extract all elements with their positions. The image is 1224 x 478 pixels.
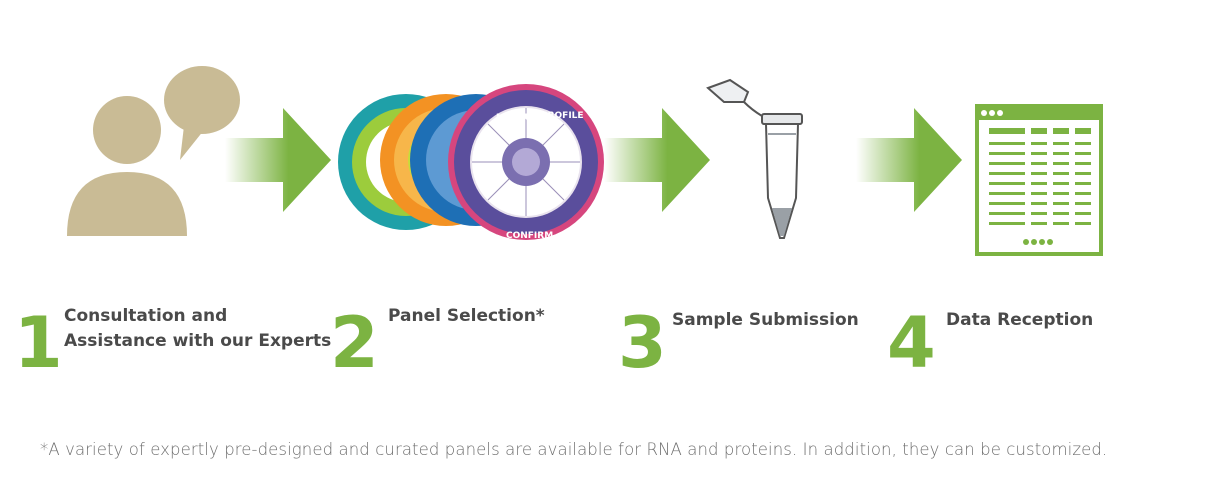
arrow-3-icon [856, 108, 962, 212]
footnote: *A variety of expertly pre-designed and … [40, 440, 1108, 459]
arrow-2-icon [604, 108, 710, 212]
step-1-label: Consultation and Assistance with our Exp… [64, 306, 332, 351]
sample-tube-icon [706, 78, 803, 239]
consultation-people-icon [67, 66, 240, 236]
step-2-label: Panel Selection* [388, 306, 545, 326]
step-4-label: Data Reception [946, 310, 1094, 330]
step-3-label: Sample Submission [672, 310, 859, 330]
data-table-icon [975, 104, 1103, 256]
panel-wheels-icon: MEASURE PROFILE CONFIRM [338, 84, 604, 241]
step-4-number: 4 [887, 302, 936, 384]
arrow-1-icon [225, 108, 331, 212]
svg-text:CONFIRM: CONFIRM [506, 231, 553, 241]
step-2-number: 2 [330, 302, 379, 384]
svg-text:PROFILE: PROFILE [541, 111, 584, 121]
step-3-number: 3 [618, 302, 667, 384]
step-1-number: 1 [14, 302, 63, 384]
svg-text:MEASURE: MEASURE [496, 113, 545, 123]
